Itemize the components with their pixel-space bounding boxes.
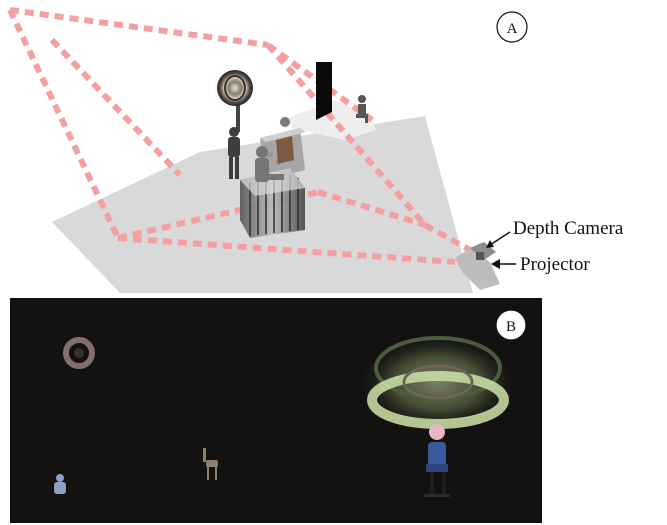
- depth-camera-label: Depth Camera: [513, 218, 624, 239]
- panel-b-badge: B: [495, 309, 527, 341]
- svg-text:A: A: [507, 21, 518, 37]
- svg-text:B: B: [506, 319, 516, 335]
- screen-panel: [316, 62, 332, 120]
- floating-sphere: [217, 70, 253, 132]
- depth-camera-projector-device: [455, 242, 500, 290]
- arrow-left-icon: [491, 259, 500, 269]
- seated-figure-front: [255, 146, 284, 182]
- hologram-figure-small: [54, 474, 66, 494]
- hologram-sphere-small: [63, 337, 95, 369]
- projector-label: Projector: [520, 254, 590, 275]
- projector-annotation: Projector: [491, 254, 590, 275]
- hologram-person: [424, 424, 450, 497]
- panel-a-badge: A: [496, 11, 528, 43]
- standing-figure: [228, 127, 240, 179]
- panel-a: Depth Camera Projector A: [7, 7, 624, 293]
- hologram-ring-large: [360, 335, 516, 431]
- display-box-front: [240, 168, 305, 238]
- arrow-left-icon: [486, 240, 494, 248]
- hologram-animal: [203, 448, 218, 480]
- seated-figure-distant: [356, 95, 368, 123]
- display-box-rear: [260, 117, 306, 180]
- panel-b: B: [10, 298, 542, 523]
- depth-camera-annotation: Depth Camera: [486, 218, 624, 248]
